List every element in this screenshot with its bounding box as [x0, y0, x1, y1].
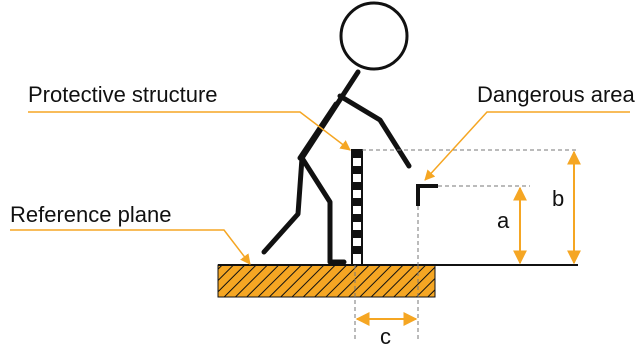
dangerous-area-label: Dangerous area — [477, 82, 636, 107]
dimension-b-label: b — [552, 186, 564, 211]
person-leg-back — [261, 155, 305, 255]
dimension-c-label: c — [380, 324, 391, 349]
person-leg-front — [299, 155, 347, 265]
dangerous-area-leader — [424, 111, 630, 181]
person-arm-back — [297, 101, 339, 161]
person-figure — [261, 1, 412, 265]
person-arm — [337, 93, 412, 169]
protective-structure — [351, 149, 363, 266]
protective-structure-label: Protective structure — [28, 82, 218, 107]
dashed-guides — [354, 149, 578, 340]
protective-structure-leader — [28, 111, 351, 151]
reference-plane-leader — [10, 229, 251, 265]
reference-plane-label: Reference plane — [10, 202, 171, 227]
dangerous-area-corner — [416, 184, 438, 206]
dimension-a-label: a — [497, 208, 510, 233]
person-head — [339, 1, 409, 71]
reference-ground-block — [217, 264, 436, 298]
